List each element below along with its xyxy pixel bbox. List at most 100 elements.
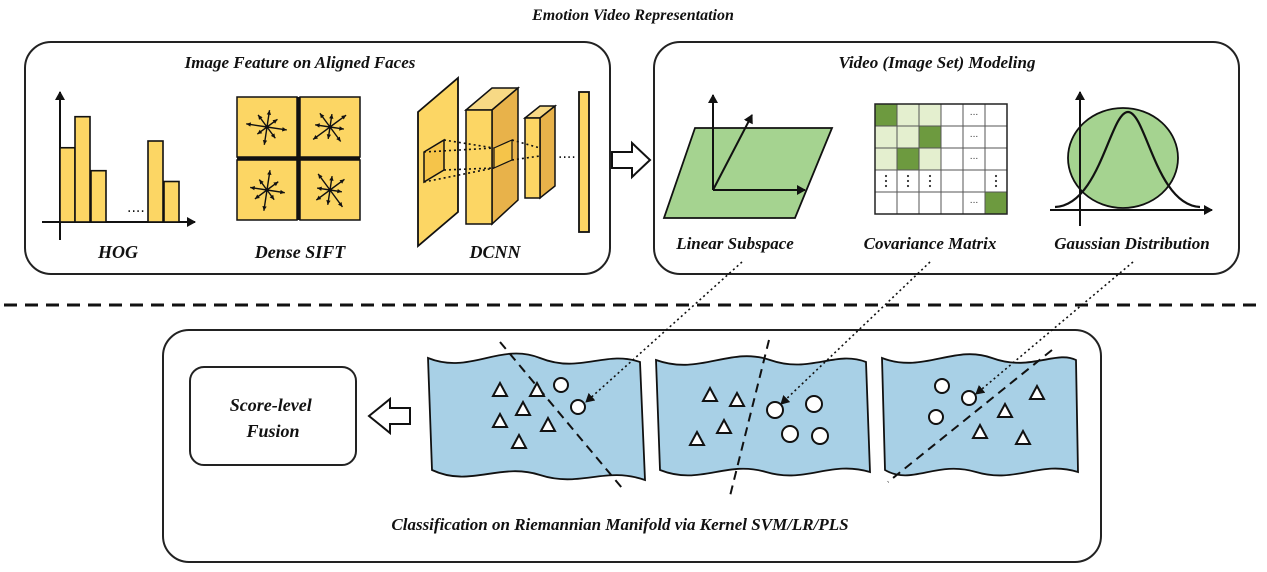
class-a-triangle bbox=[528, 380, 546, 397]
sift-arrow-head bbox=[280, 189, 285, 195]
sift-arrow-head bbox=[270, 133, 276, 139]
sift-arrow-head bbox=[316, 195, 322, 201]
classification-panel-title: Classification on Riemannian Manifold vi… bbox=[391, 515, 848, 534]
covariance-cell bbox=[874, 103, 898, 127]
sift-arrow-head bbox=[273, 181, 279, 187]
dcnn-ellipsis: .... bbox=[558, 146, 576, 162]
covariance-cell bbox=[984, 147, 1008, 171]
sift-arrow-head bbox=[338, 201, 343, 207]
covariance-matrix-label: Covariance Matrix bbox=[864, 234, 997, 253]
cell-vertical-dot bbox=[994, 184, 998, 188]
dcnn-fc-layer bbox=[578, 91, 590, 233]
cell-ellipsis: ... bbox=[970, 196, 979, 206]
covariance-cell bbox=[918, 191, 942, 215]
class-a-triangle bbox=[491, 411, 509, 428]
sift-arrow-head bbox=[341, 115, 347, 120]
class-b-circle bbox=[934, 378, 950, 394]
linear-subspace-label: Linear Subspace bbox=[675, 234, 794, 253]
cell-vertical-dot bbox=[906, 174, 910, 178]
sift-arrow-head bbox=[319, 113, 325, 119]
hog-ellipsis: .... bbox=[127, 200, 145, 216]
hog-bar bbox=[147, 140, 164, 223]
covariance-cell bbox=[918, 103, 942, 127]
image-feature-panel-frame bbox=[24, 41, 611, 275]
cell-vertical-dot bbox=[906, 179, 910, 183]
cell-vertical-dot bbox=[928, 179, 932, 183]
right-arrow-icon bbox=[611, 140, 652, 180]
image-feature-panel: Image Feature on Aligned Faces .... HOG … bbox=[24, 41, 611, 275]
class-a-triangle bbox=[715, 417, 733, 434]
classification-panel: Score-level Fusion bbox=[162, 329, 1102, 563]
sift-arrow-head bbox=[254, 194, 260, 199]
covariance-cell bbox=[940, 125, 964, 149]
sift-arrow-head bbox=[262, 140, 268, 145]
gaussian-distribution-label: Gaussian Distribution bbox=[1054, 234, 1209, 253]
manifold-3-surface bbox=[881, 353, 1079, 477]
dcnn-conv2-front bbox=[524, 117, 541, 199]
video-modeling-panel: Video (Image Set) Modeling Linear Subspa… bbox=[653, 41, 1240, 275]
covariance-cell bbox=[896, 191, 920, 215]
sift-arrow-head bbox=[339, 126, 344, 131]
linear-subspace-icon bbox=[662, 94, 834, 219]
sift-arrow-head bbox=[329, 176, 334, 181]
cell-ellipsis: ... bbox=[970, 152, 979, 162]
sift-arrow-head bbox=[269, 194, 275, 200]
hog-bar bbox=[90, 169, 107, 223]
subspace-plane bbox=[662, 127, 834, 219]
image-feature-panel-title: Image Feature on Aligned Faces bbox=[184, 53, 416, 72]
class-a-triangle bbox=[728, 390, 746, 407]
hog-icon: .... bbox=[42, 91, 196, 240]
score-level-fusion-box bbox=[189, 366, 357, 466]
sift-arrow-head bbox=[317, 186, 322, 191]
cell-vertical-dot bbox=[906, 184, 910, 188]
connector-covariance-matrix bbox=[780, 261, 931, 405]
sift-arrow-head bbox=[267, 170, 272, 176]
cell-vertical-dot bbox=[928, 184, 932, 188]
class-a-triangle bbox=[1028, 383, 1046, 400]
class-b-circle bbox=[766, 401, 784, 419]
gaussian-distribution-icon bbox=[1050, 91, 1213, 226]
cell-vertical-dot bbox=[884, 174, 888, 178]
manifold-2-boundary bbox=[729, 339, 770, 497]
class-a-triangle bbox=[514, 399, 532, 416]
gaussian-ellipse bbox=[1067, 107, 1179, 209]
figure-title: Emotion Video Representation bbox=[531, 7, 734, 24]
riemannian-manifold-icon bbox=[655, 339, 871, 497]
video-modeling-panel-frame bbox=[653, 41, 1240, 275]
sift-arrow-head bbox=[326, 134, 332, 139]
class-b-circle bbox=[553, 377, 569, 393]
sift-arrow-head bbox=[336, 136, 341, 142]
class-a-triangle bbox=[996, 401, 1014, 418]
hog-bar bbox=[59, 146, 76, 223]
covariance-cell bbox=[896, 125, 920, 149]
manifold-3-boundary bbox=[887, 349, 1053, 483]
cell-vertical-dot bbox=[928, 174, 932, 178]
covariance-cell bbox=[940, 169, 964, 193]
covariance-cell bbox=[962, 169, 986, 193]
class-a-triangle bbox=[510, 432, 528, 449]
gaussian-curve bbox=[1054, 110, 1201, 209]
sift-arrow-head bbox=[326, 200, 331, 205]
class-b-circle bbox=[805, 395, 823, 413]
sift-arrow-head bbox=[318, 173, 323, 179]
sift-arrow-head bbox=[281, 127, 287, 132]
cell-vertical-dot bbox=[994, 174, 998, 178]
covariance-cell bbox=[896, 103, 920, 127]
connector-gaussian-distribution bbox=[975, 261, 1134, 395]
score-level-fusion-label: Score-level Fusion bbox=[230, 395, 316, 441]
dense-sift-label: Dense SIFT bbox=[254, 242, 347, 262]
covariance-cell bbox=[874, 191, 898, 215]
fusion-label-line-2: Fusion bbox=[245, 421, 299, 441]
sift-arrow-head bbox=[266, 110, 272, 115]
sift-arrow-head bbox=[262, 205, 267, 211]
class-a-triangle bbox=[701, 385, 719, 402]
cell-ellipsis: ... bbox=[970, 130, 979, 140]
sift-arrow-head bbox=[250, 185, 255, 191]
covariance-cell bbox=[940, 103, 964, 127]
sift-arrow-head bbox=[337, 188, 342, 194]
riemannian-manifold-icon bbox=[881, 349, 1079, 483]
sift-arrow-head bbox=[339, 179, 345, 184]
covariance-cell bbox=[874, 147, 898, 171]
cell-vertical-dot bbox=[884, 179, 888, 183]
sift-arrow-head bbox=[246, 122, 252, 127]
